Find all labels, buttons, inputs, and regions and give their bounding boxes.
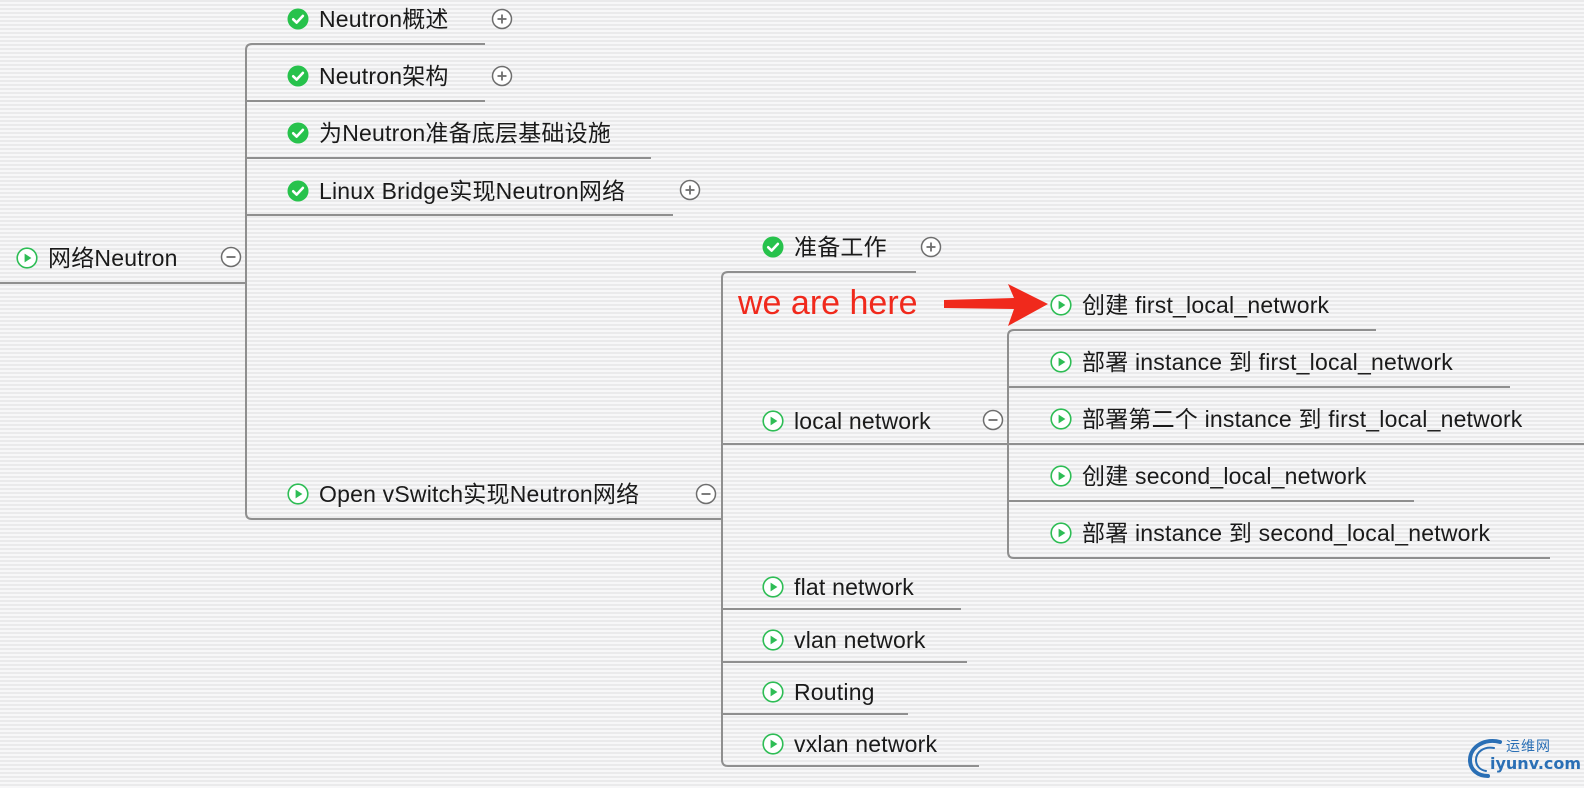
play-icon — [16, 247, 38, 269]
play-icon — [762, 733, 784, 755]
node-label: 部署 instance 到 second_local_network — [1082, 520, 1491, 546]
play-icon — [1050, 522, 1072, 544]
check-icon — [287, 180, 309, 202]
node-label: 部署第二个 instance 到 first_local_network — [1082, 406, 1523, 432]
expand-linux-bridge-icon[interactable] — [679, 179, 701, 201]
play-icon — [762, 576, 784, 598]
play-icon — [1050, 351, 1072, 373]
check-icon — [287, 65, 309, 87]
watermark-cn-text: 运维网 — [1506, 739, 1551, 755]
node-root-network-neutron[interactable]: 网络Neutron — [16, 242, 178, 274]
expand-neutron-overview-icon[interactable] — [491, 8, 513, 30]
play-icon — [762, 410, 784, 432]
node-deploy-second-instance-first-local-network[interactable]: 部署第二个 instance 到 first_local_network — [1050, 403, 1523, 435]
collapse-local-network-icon[interactable] — [982, 409, 1004, 431]
node-linux-bridge[interactable]: Linux Bridge实现Neutron网络 — [287, 175, 625, 207]
expand-neutron-architecture-icon[interactable] — [491, 65, 513, 87]
connector-line — [245, 43, 485, 51]
node-label: local network — [794, 408, 931, 434]
connector-line — [721, 759, 979, 767]
watermark-ring-icon — [1467, 739, 1502, 778]
play-icon — [1050, 408, 1072, 430]
node-create-first-local-network[interactable]: 创建 first_local_network — [1050, 289, 1329, 321]
watermark-ring — [1467, 739, 1502, 778]
node-infrastructure-prep[interactable]: 为Neutron准备底层基础设施 — [287, 117, 611, 149]
node-label: Neutron概述 — [319, 6, 449, 32]
play-icon — [1050, 294, 1072, 316]
node-label: Open vSwitch实现Neutron网络 — [319, 481, 640, 507]
node-label: 网络Neutron — [48, 245, 178, 271]
collapse-open-vswitch-icon[interactable] — [695, 483, 717, 505]
node-flat-network[interactable]: flat network — [762, 571, 914, 603]
node-label: vxlan network — [794, 731, 938, 757]
connector-line — [1007, 329, 1376, 337]
arrow-shape — [944, 284, 1048, 326]
connector-line — [721, 271, 916, 279]
node-label: Neutron架构 — [319, 63, 449, 89]
node-create-second-local-network[interactable]: 创建 second_local_network — [1050, 460, 1367, 492]
node-local-network[interactable]: local network — [762, 405, 931, 437]
we-are-here-annotation: we are here — [738, 284, 918, 322]
node-neutron-overview[interactable]: Neutron概述 — [287, 3, 449, 35]
node-deploy-instance-second-local-network[interactable]: 部署 instance 到 second_local_network — [1050, 517, 1490, 549]
node-open-vswitch[interactable]: Open vSwitch实现Neutron网络 — [287, 478, 639, 510]
watermark-logo: 运维网 iyunv.com — [1464, 734, 1582, 780]
watermark-en-text: iyunv.com — [1490, 754, 1582, 773]
collapse-root-icon[interactable] — [220, 246, 242, 268]
play-icon — [1050, 465, 1072, 487]
play-icon — [762, 629, 784, 651]
connector-line — [245, 512, 722, 520]
play-icon — [762, 681, 784, 703]
node-deploy-instance-first-local-network[interactable]: 部署 instance 到 first_local_network — [1050, 346, 1453, 378]
node-label: 创建 second_local_network — [1082, 463, 1367, 489]
check-icon — [287, 8, 309, 30]
check-icon — [762, 236, 784, 258]
node-routing[interactable]: Routing — [762, 676, 875, 708]
connector-line — [1007, 551, 1550, 559]
node-label: 创建 first_local_network — [1082, 292, 1330, 318]
node-label: Linux Bridge实现Neutron网络 — [319, 178, 626, 204]
node-label: 为Neutron准备底层基础设施 — [319, 120, 612, 146]
node-label: 部署 instance 到 first_local_network — [1082, 349, 1453, 375]
watermark-ring-inner — [1474, 746, 1495, 772]
play-icon — [287, 483, 309, 505]
expand-preparation-icon[interactable] — [920, 236, 942, 258]
node-neutron-architecture[interactable]: Neutron架构 — [287, 60, 449, 92]
node-label: vlan network — [794, 627, 926, 653]
node-label: 准备工作 — [794, 234, 887, 260]
node-label: Routing — [794, 679, 875, 705]
node-vlan-network[interactable]: vlan network — [762, 624, 926, 656]
node-preparation[interactable]: 准备工作 — [762, 231, 887, 263]
check-icon — [287, 122, 309, 144]
node-vxlan-network[interactable]: vxlan network — [762, 728, 937, 760]
node-label: flat network — [794, 574, 915, 600]
red-arrow-icon — [944, 284, 1048, 326]
